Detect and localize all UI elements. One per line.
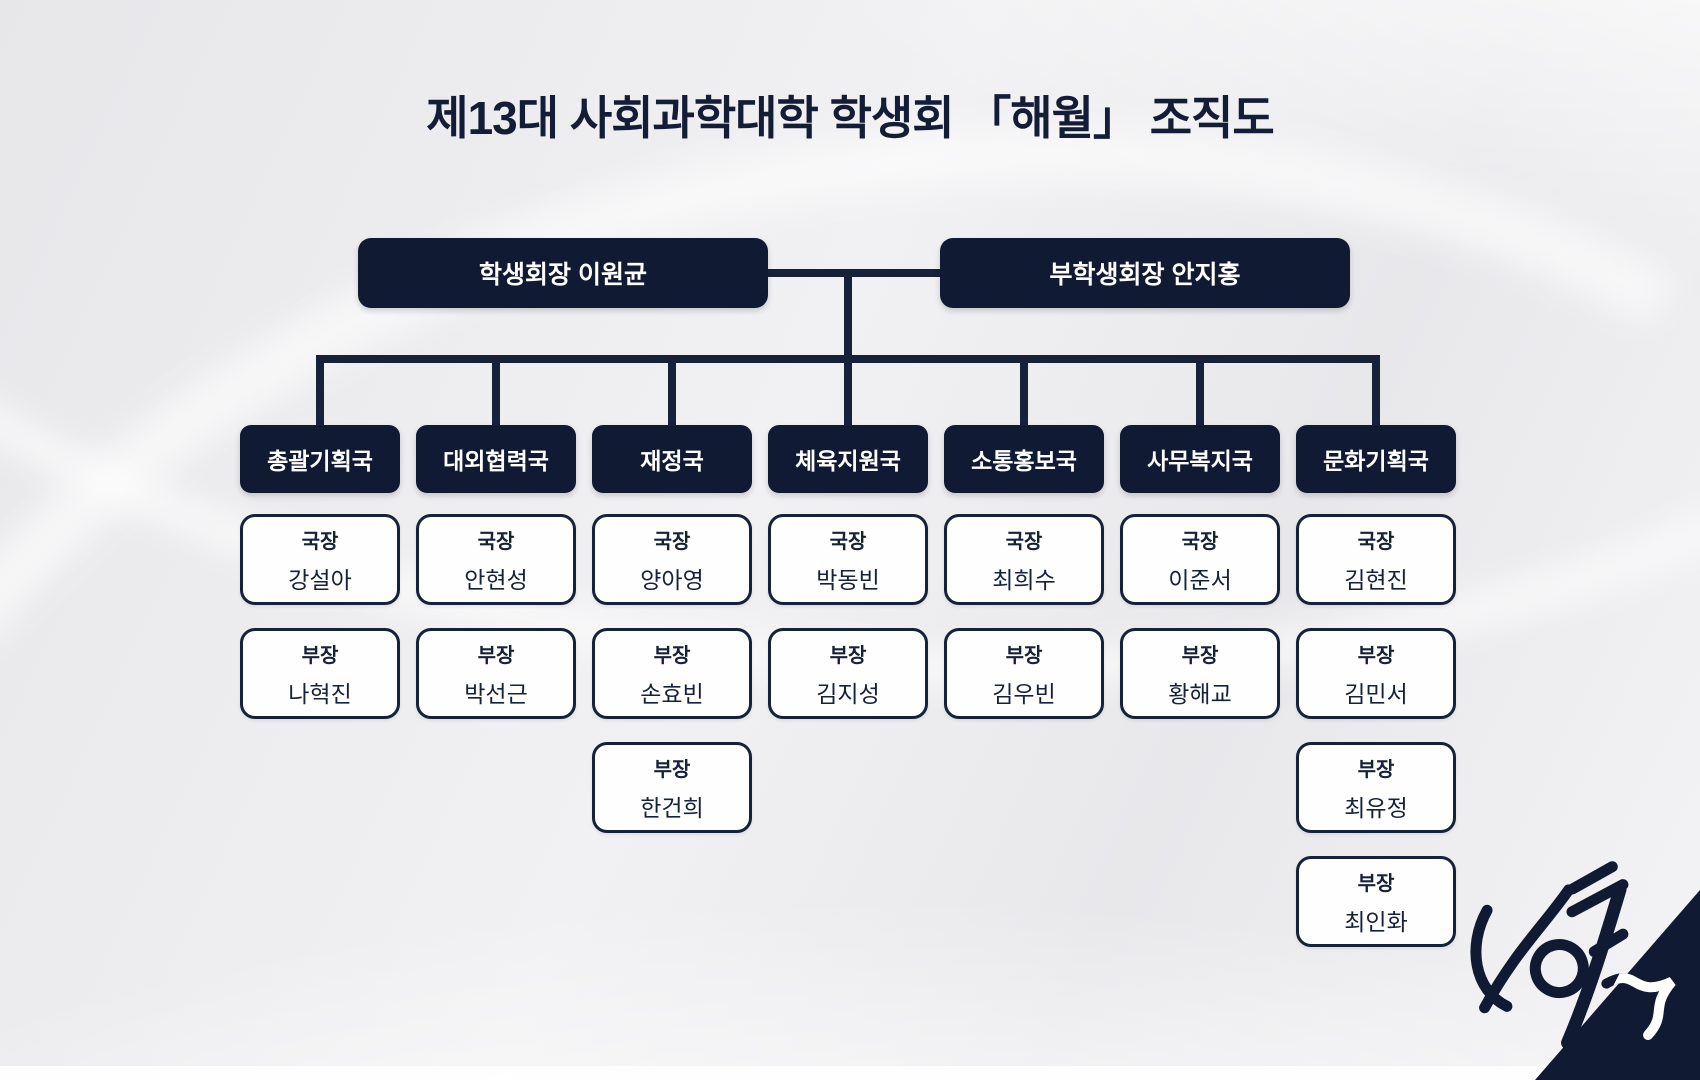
member-box: 국장 김현진 [1296,514,1456,605]
member-box: 국장 안현성 [416,514,576,605]
member-name: 양아영 [640,566,704,593]
page-title: 제13대 사회과학대학 학생회 「해월」 조직도 [426,92,1274,144]
member-box: 부장 김지성 [768,628,928,719]
member-role: 부장 [1357,644,1395,667]
member-name: 박동빈 [816,566,880,593]
dept-box: 체육지원국 [768,425,928,493]
member-name: 김지성 [816,680,880,707]
member-name: 최인화 [1344,908,1408,935]
connector-drop [316,355,324,425]
dept-box: 총괄기획국 [240,425,400,493]
member-name: 강설아 [288,566,352,593]
member-box: 부장 최유정 [1296,742,1456,833]
member-name: 안현성 [464,566,528,593]
member-box: 부장 김민서 [1296,628,1456,719]
dept-box: 사무복지국 [1120,425,1280,493]
member-role: 부장 [477,644,515,667]
member-role: 국장 [829,530,867,553]
member-role: 국장 [301,530,339,553]
haewol-logo [1470,861,1700,1080]
dept-box: 소통홍보국 [944,425,1104,493]
connector-drop [1020,355,1028,425]
member-box: 부장 김우빈 [944,628,1104,719]
connector-top [768,269,940,277]
member-box: 부장 황해교 [1120,628,1280,719]
vice-president-box: 부학생회장 안지홍 [940,238,1350,308]
member-name: 이준서 [1168,566,1232,593]
connector-drop [668,355,676,425]
member-name: 나혁진 [288,680,352,707]
member-box: 부장 박선근 [416,628,576,719]
member-box: 국장 이준서 [1120,514,1280,605]
member-role: 부장 [1357,872,1395,895]
member-name: 김민서 [1344,680,1408,707]
connector-drop [1196,355,1204,425]
member-role: 부장 [653,758,691,781]
member-role: 부장 [1181,644,1219,667]
connector-drop [1372,355,1380,425]
member-box: 국장 양아영 [592,514,752,605]
connector-drop [844,355,852,425]
member-role: 부장 [1005,644,1043,667]
member-name: 최희수 [992,566,1056,593]
member-role: 국장 [653,530,691,553]
member-role: 국장 [1357,530,1395,553]
member-role: 부장 [301,644,339,667]
member-box: 국장 최희수 [944,514,1104,605]
member-role: 국장 [1005,530,1043,553]
connector-center-vertical [844,273,852,363]
member-role: 부장 [1357,758,1395,781]
member-box: 부장 손효빈 [592,628,752,719]
member-box: 국장 박동빈 [768,514,928,605]
dept-box: 문화기획국 [1296,425,1456,493]
member-role: 부장 [829,644,867,667]
member-box: 국장 강설아 [240,514,400,605]
member-name: 한건희 [640,794,704,821]
member-role: 국장 [477,530,515,553]
member-name: 김우빈 [992,680,1056,707]
member-box: 부장 나혁진 [240,628,400,719]
member-name: 손효빈 [640,680,704,707]
president-box: 학생회장 이원균 [358,238,768,308]
member-role: 국장 [1181,530,1219,553]
member-name: 박선근 [464,680,528,707]
member-name: 최유정 [1344,794,1408,821]
dept-box: 재정국 [592,425,752,493]
member-role: 부장 [653,644,691,667]
member-box: 부장 한건희 [592,742,752,833]
member-box: 부장 최인화 [1296,856,1456,947]
member-name: 황해교 [1168,680,1232,707]
member-name: 김현진 [1344,566,1408,593]
connector-drop [492,355,500,425]
dept-box: 대외협력국 [416,425,576,493]
